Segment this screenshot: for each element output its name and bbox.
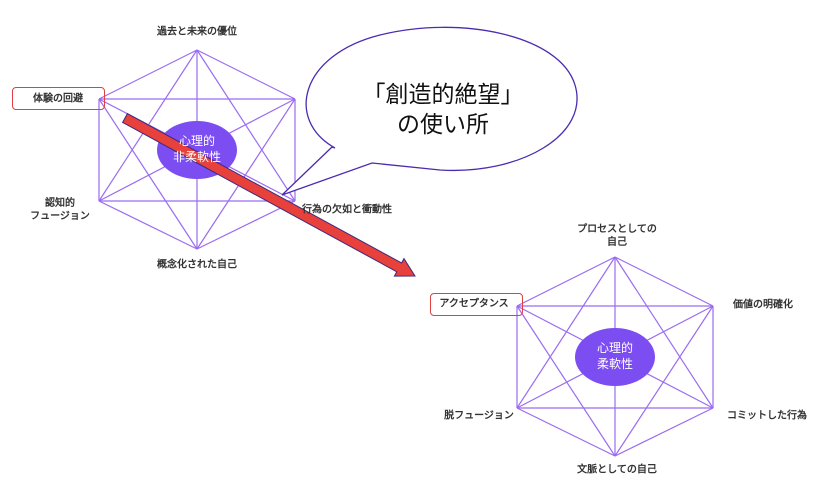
hexagon-left-edge xyxy=(196,98,296,250)
label-line: 柔軟性 xyxy=(596,357,634,371)
hexagon-left-edge xyxy=(196,49,296,100)
label-past-future: 過去と未来の優位 xyxy=(157,26,237,38)
label-experiential-avoidance: 体験の回避 xyxy=(33,93,83,105)
center-label-flexibility: 心理的柔軟性 xyxy=(597,340,633,372)
label-line: フュージョン xyxy=(30,211,90,222)
hexagon-left-edge xyxy=(98,200,198,250)
callout-text: 「創造的絶望」の使い所 xyxy=(363,80,524,140)
hexagon-right-edge xyxy=(516,407,616,457)
label-line: プロセスとしての xyxy=(577,224,657,235)
hexagon-right-edge xyxy=(516,256,616,409)
label-acceptance: アクセプタンス xyxy=(439,298,509,310)
hexagon-right-edge xyxy=(516,256,616,307)
label-values: 価値の明確化 xyxy=(733,299,793,311)
hexagon-left-edge xyxy=(98,98,198,250)
label-self-as-context: 文脈としての自己 xyxy=(577,464,657,476)
label-line: 認知的 xyxy=(45,198,75,209)
hexagon-right-edge xyxy=(614,256,714,409)
highlight-box-acceptance xyxy=(430,293,523,316)
hexagon-right-edge xyxy=(516,305,616,457)
hexagon-left-edge xyxy=(196,200,296,250)
label-conceptualized-self: 概念化された自己 xyxy=(157,259,237,271)
highlight-box-avoidance xyxy=(12,87,105,110)
label-line: 心理的 xyxy=(596,341,634,355)
hexagon-left-edge xyxy=(98,49,198,100)
label-defusion: 脱フュージョン xyxy=(444,410,514,422)
label-self-as-process: プロセスとしての自己 xyxy=(577,223,657,249)
hexagon-right-edge xyxy=(614,407,714,457)
label-cognitive-fusion: 認知的フュージョン xyxy=(30,197,90,223)
center-label-inflexibility: 心理的非柔軟性 xyxy=(173,133,221,165)
hexagon-right-center-ellipse xyxy=(575,328,655,386)
hexagon-right-edge xyxy=(614,256,714,307)
transition-arrow xyxy=(121,112,416,277)
label-committed-action: コミットした行為 xyxy=(727,410,807,422)
label-line: 非柔軟性 xyxy=(172,150,222,164)
hexagon-left-edge xyxy=(196,49,296,202)
callout-line: の使い所 xyxy=(397,112,489,138)
label-line: 自己 xyxy=(606,237,627,248)
label-line: 心理的 xyxy=(178,134,216,148)
speech-bubble xyxy=(281,26,578,196)
callout-line: 「創造的絶望」 xyxy=(362,82,524,108)
hexagon-right-edge xyxy=(614,305,714,457)
label-inaction-impulsivity: 行為の欠如と衝動性 xyxy=(302,204,392,216)
